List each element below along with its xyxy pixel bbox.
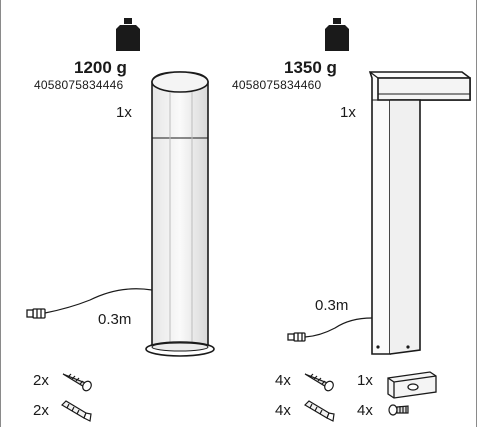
- left-weight-label: 1200 g: [74, 58, 127, 77]
- left-article-number: 4058075834446: [34, 78, 124, 92]
- left-dowels-qty: 2x: [33, 402, 49, 419]
- connector-icon: [26, 308, 46, 319]
- right-screws-qty: 4x: [275, 372, 291, 389]
- right-bracket-qty: 1x: [357, 372, 373, 389]
- screw-icon: [304, 373, 334, 392]
- bolt-icon: [388, 404, 409, 416]
- weight-icon: [325, 18, 349, 51]
- wall-plug-icon: [304, 400, 335, 422]
- right-dowels-qty: 4x: [275, 402, 291, 419]
- bollard-square-illustration: [304, 71, 471, 355]
- bollard-oval-illustration: [44, 71, 215, 357]
- screw-icon: [62, 373, 92, 392]
- right-weight-label: 1350 g: [284, 58, 337, 77]
- mounting-bracket-icon: [387, 371, 437, 399]
- right-bolts-qty: 4x: [357, 402, 373, 419]
- weight-icon: [116, 18, 140, 51]
- right-quantity-label: 1x: [340, 104, 356, 121]
- right-cable-length: 0.3m: [315, 297, 349, 314]
- left-screws-qty: 2x: [33, 372, 49, 389]
- right-article-number: 4058075834460: [232, 78, 322, 92]
- connector-icon: [287, 332, 306, 342]
- left-quantity-label: 1x: [116, 104, 132, 121]
- left-cable-length: 0.3m: [98, 311, 132, 328]
- wall-plug-icon: [61, 400, 92, 422]
